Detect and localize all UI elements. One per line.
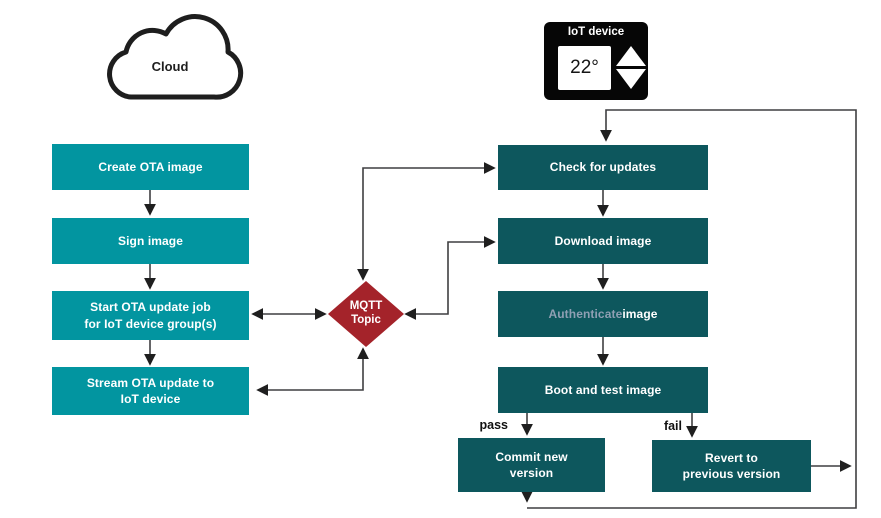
arrow-mqtt-stream	[256, 347, 369, 396]
step-check-for-updates: Check for updates	[498, 145, 708, 190]
step-authenticate-image: Authenticate image	[498, 291, 708, 337]
cloud-icon	[107, 14, 244, 100]
step-download-image: Download image	[498, 218, 708, 264]
cloud-label: Cloud	[151, 59, 189, 74]
step-start-ota-update-job: Start OTA update job for IoT device grou…	[52, 291, 249, 340]
temperature-down-icon	[616, 69, 646, 89]
arrow-mqtt-download	[404, 236, 496, 320]
step-stream-ota-update: Stream OTA update to IoT device	[52, 367, 249, 415]
step-create-ota-image: Create OTA image	[52, 144, 249, 190]
flow-arrows	[144, 109, 857, 509]
fail-label: fail	[663, 419, 682, 433]
loop-commit-to-check	[527, 109, 857, 509]
temperature-up-icon	[616, 46, 646, 66]
thermostat-display: 22°	[558, 46, 611, 90]
step-boot-and-test-image: Boot and test image	[498, 367, 708, 413]
authenticate-word: Authenticate	[548, 306, 623, 321]
authenticate-rest: image	[622, 306, 658, 321]
iot-device-icon: IoT device 22°	[544, 22, 648, 100]
step-sign-image: Sign image	[52, 218, 249, 264]
arrow-mqtt-check	[357, 162, 496, 281]
iot-device-label: IoT device	[567, 26, 625, 38]
step-revert-previous-version: Revert to previous version	[652, 440, 811, 492]
pass-label: pass	[479, 418, 509, 432]
mqtt-topic-label: MQTT Topic	[349, 300, 383, 326]
mqtt-topic-diamond	[328, 281, 404, 347]
step-commit-new-version: Commit new version	[458, 438, 605, 492]
